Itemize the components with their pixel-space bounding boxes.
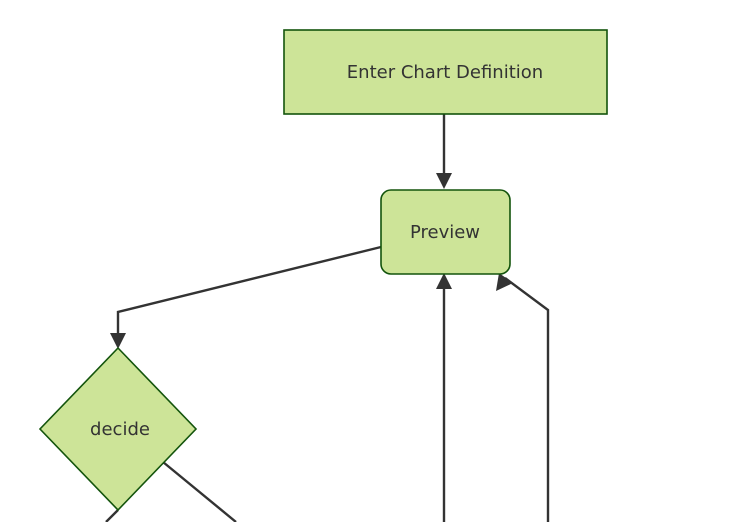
- node-decide[interactable]: decide: [38, 346, 198, 512]
- edge-enter-to-preview: [436, 114, 452, 189]
- arrowhead-icon: [496, 273, 513, 291]
- node-enter-chart-definition[interactable]: Enter Chart Definition: [283, 29, 608, 115]
- arrowhead-icon: [110, 333, 126, 349]
- arrowhead-icon: [436, 273, 452, 289]
- node-layer: Enter Chart Definition Preview decide: [38, 29, 608, 512]
- arrowhead-icon: [436, 173, 452, 189]
- node-label: Enter Chart Definition: [347, 62, 543, 83]
- node-diamond-shape: [38, 346, 198, 512]
- edge-bottom-right-to-preview: [496, 273, 550, 522]
- edge-line: [116, 245, 382, 341]
- node-label: Preview: [410, 222, 480, 243]
- edge-preview-to-decide: [110, 245, 382, 349]
- node-label: decide: [90, 419, 150, 440]
- edge-bottom-center-to-preview: [436, 273, 452, 522]
- edge-layer: [105, 114, 550, 522]
- node-preview[interactable]: Preview: [380, 189, 511, 275]
- node-rounded-rectangle-shape: [380, 189, 511, 275]
- edge-decide-to-offscreen-left: [105, 509, 119, 522]
- edge-line: [162, 461, 237, 522]
- edge-line: [105, 509, 119, 522]
- node-rectangle-shape: [283, 29, 608, 115]
- edge-line: [504, 277, 550, 522]
- edge-decide-to-offscreen-right: [162, 461, 237, 522]
